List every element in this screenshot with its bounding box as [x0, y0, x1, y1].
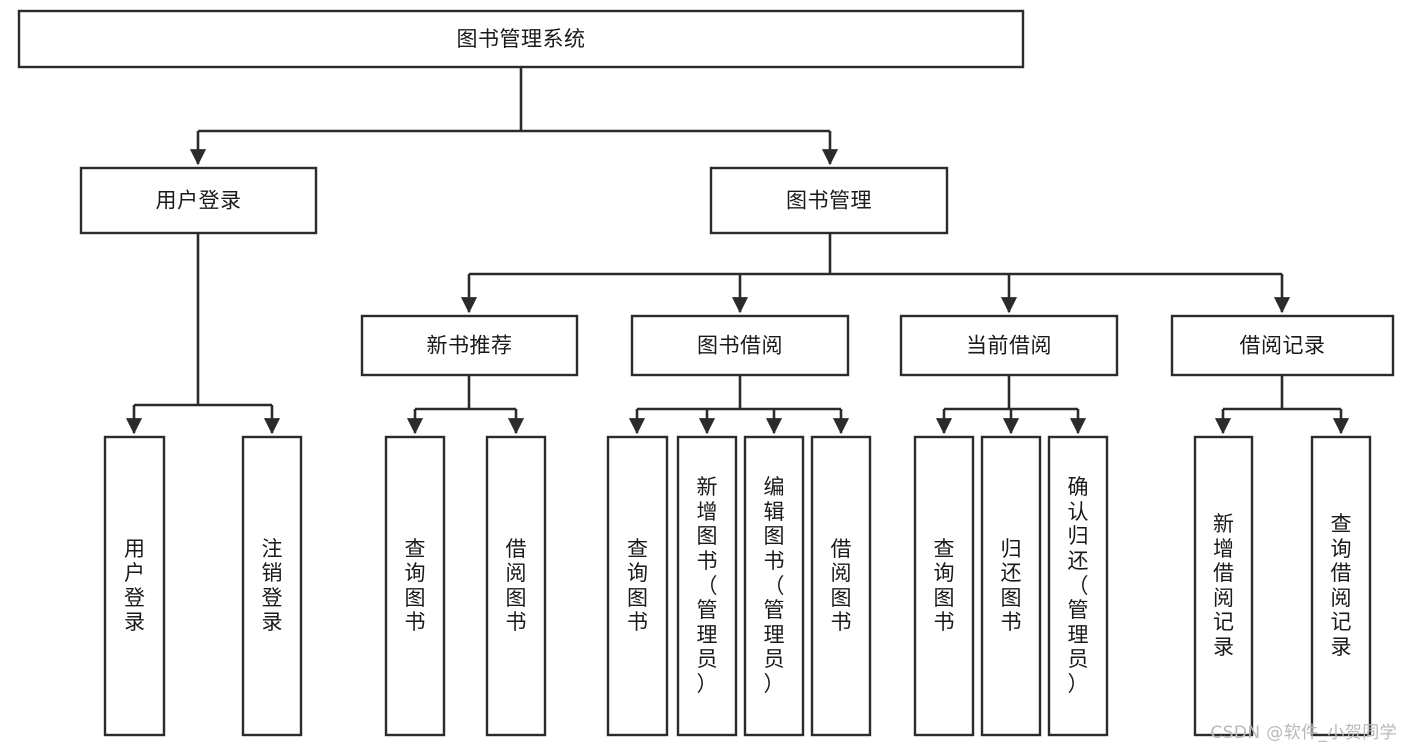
node-box-new-book-recommend[interactable]	[360, 314, 579, 377]
node-box-leaf-add-book-admin[interactable]	[676, 435, 738, 737]
node-label-current-borrow: 当前借阅	[966, 334, 1052, 358]
node-box-leaf-borrow-book-recommend[interactable]	[485, 435, 547, 737]
node-label-borrow-records: 借阅记录	[1240, 334, 1326, 358]
node-box-leaf-add-borrow-record[interactable]	[1193, 435, 1254, 737]
node-box-book-borrow[interactable]	[630, 314, 850, 377]
node-box-root[interactable]	[17, 9, 1025, 69]
node-label-user-login: 用户登录	[156, 189, 242, 213]
node-box-user-login[interactable]	[79, 166, 318, 235]
node-box-borrow-records[interactable]	[1170, 314, 1395, 377]
connector-group-book-borrow	[628, 375, 850, 435]
connector-group-book-management	[460, 233, 1291, 314]
connector-group-current-borrow	[935, 375, 1087, 435]
node-box-leaf-logout-login[interactable]	[241, 435, 303, 737]
connector-group-root	[189, 67, 839, 166]
node-box-leaf-query-borrow-record[interactable]	[1310, 435, 1372, 737]
node-box-layer	[17, 9, 1395, 737]
node-box-book-management[interactable]	[709, 166, 949, 235]
node-box-current-borrow[interactable]	[899, 314, 1119, 377]
node-box-leaf-edit-book-admin[interactable]	[743, 435, 805, 737]
node-label-book-management: 图书管理	[786, 189, 872, 213]
connector-group-new-book-recommend	[406, 375, 525, 435]
csdn-watermark: CSDN @软件_小贺同学	[1210, 723, 1397, 743]
connector-group-user-login	[125, 233, 281, 435]
node-box-leaf-query-book-current[interactable]	[913, 435, 975, 737]
node-box-leaf-query-book-borrow[interactable]	[606, 435, 669, 737]
node-box-leaf-borrow-book[interactable]	[810, 435, 872, 737]
node-label-book-borrow: 图书借阅	[697, 334, 783, 358]
node-box-leaf-confirm-return-admin[interactable]	[1047, 435, 1109, 737]
node-box-leaf-return-book[interactable]	[980, 435, 1042, 737]
node-box-leaf-query-book-recommend[interactable]	[384, 435, 446, 737]
node-label-root: 图书管理系统	[457, 27, 586, 51]
node-label-new-book-recommend: 新书推荐	[427, 334, 513, 358]
connector-group-borrow-records	[1214, 375, 1350, 435]
node-box-leaf-user-login[interactable]	[103, 435, 166, 737]
